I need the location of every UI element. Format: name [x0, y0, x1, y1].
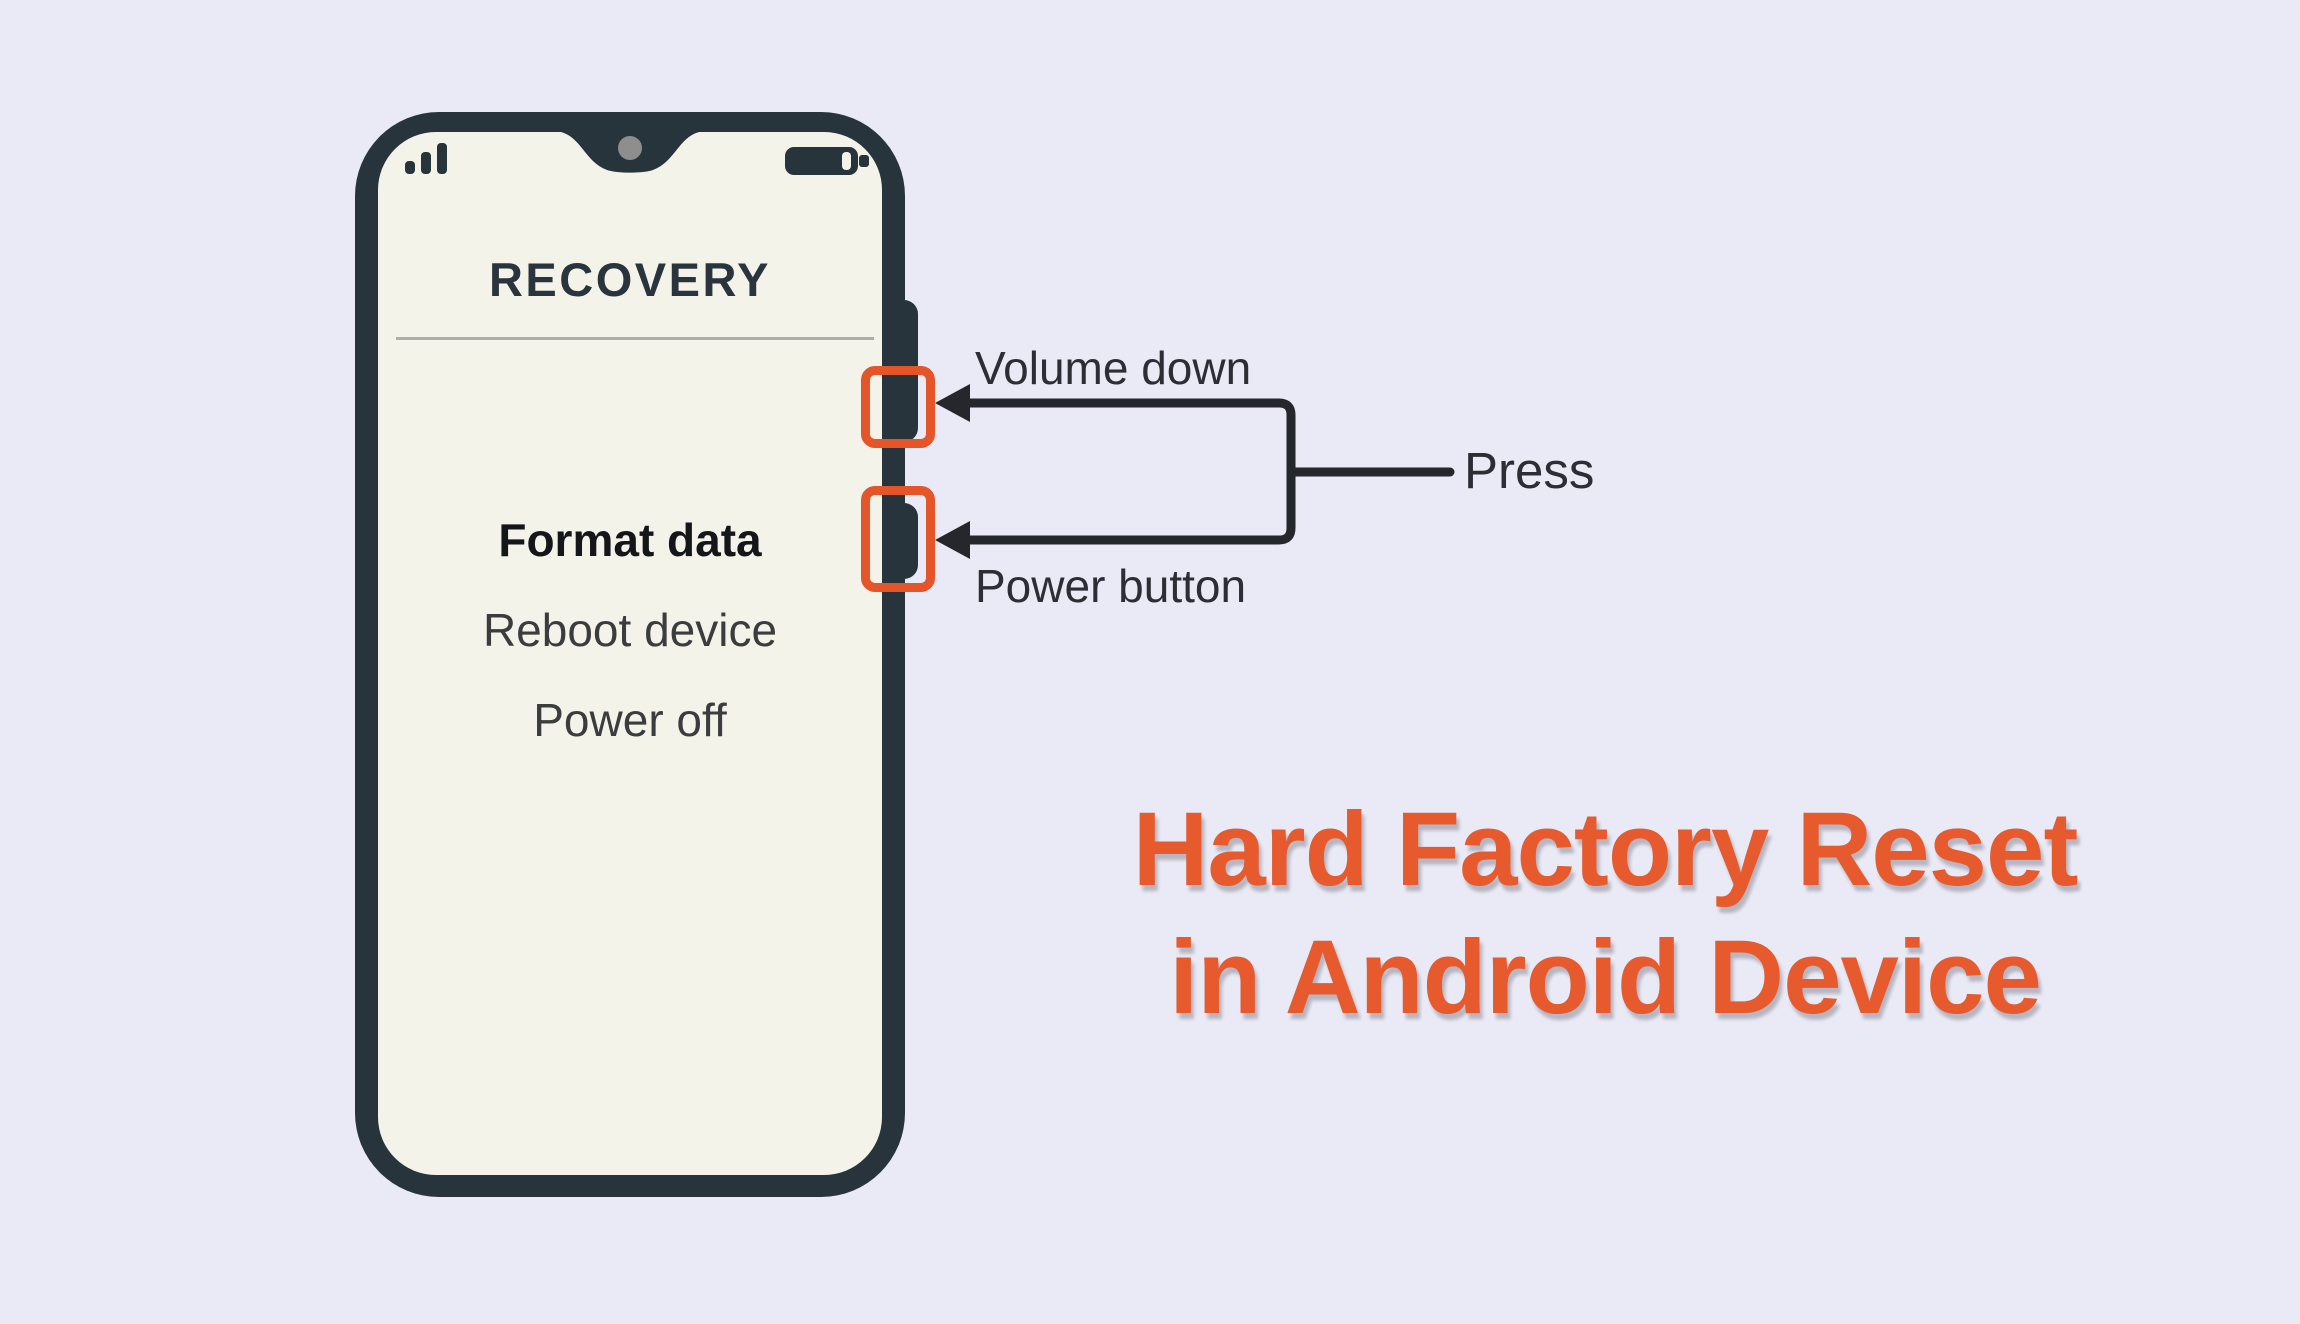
- arrowhead-power: [935, 521, 970, 559]
- battery-icon: [785, 147, 869, 175]
- divider-line: [396, 337, 874, 340]
- menu-item-reboot-device: Reboot device: [482, 604, 778, 656]
- volume-down-label: Volume down: [975, 342, 1252, 394]
- status-bar: [378, 132, 882, 192]
- press-label: Press: [1464, 442, 1595, 499]
- menu-item-format-data: Format data: [498, 514, 762, 566]
- power-side-button: [890, 503, 918, 579]
- poster-title: Hard Factory Reset in Android Device: [1055, 786, 2155, 1042]
- phone-frame: RECOVERY Format data Reboot device Power…: [355, 112, 918, 1197]
- poster-title-line1: Hard Factory Reset: [1132, 791, 2079, 908]
- power-button-highlight-box: [861, 486, 935, 592]
- recovery-screen-title: RECOVERY: [488, 253, 772, 306]
- connector-arrows: [935, 384, 1455, 559]
- power-button-label: Power button: [975, 560, 1247, 612]
- arrowhead-volume: [935, 384, 970, 422]
- volume-down-highlight-box: [861, 366, 935, 448]
- camera-icon: [618, 136, 642, 160]
- menu-item-power-off: Power off: [533, 694, 727, 746]
- phone-screen: RECOVERY Format data Reboot device Power…: [378, 132, 882, 1175]
- camera-notch: [560, 132, 700, 173]
- recovery-menu: Format data Reboot device Power off: [378, 495, 882, 765]
- signal-icon: [405, 143, 447, 174]
- poster-title-line2: in Android Device: [1169, 919, 2042, 1036]
